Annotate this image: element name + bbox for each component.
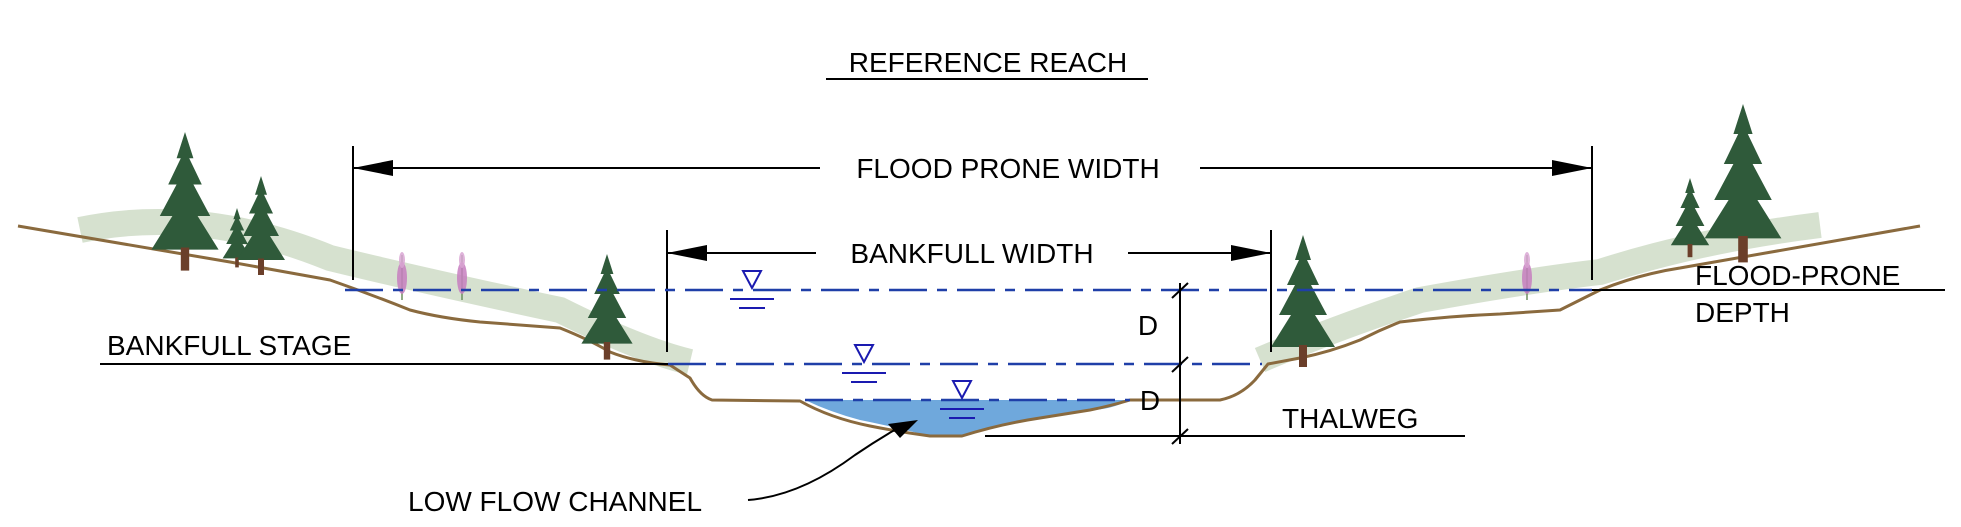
depth-lower-label: D [1140,385,1160,416]
flood-prone-depth-label-line1: FLOOD-PRONE [1695,260,1900,291]
low-flow-channel-leader [747,423,906,501]
low-flow-channel-arrowhead [888,420,918,438]
flood-prone-depth-label-line2: DEPTH [1695,297,1790,328]
depth-tick [1171,282,1189,299]
flood-prone-width-label: FLOOD PRONE WIDTH [856,153,1159,184]
water-surface-symbol-icon [940,380,984,419]
low-flow-channel-label: LOW FLOW CHANNEL [408,486,702,517]
thalweg-label: THALWEG [1282,403,1418,434]
ground-profile [17,224,1921,438]
fireweed-flower-icon [396,251,408,301]
depth-upper-label: D [1138,310,1158,341]
bankfull-stage-label: BANKFULL STAGE [107,330,351,361]
water-surface-symbol-icon [730,270,774,309]
water-surface-symbol-icon [842,344,886,383]
bankfull-width-label: BANKFULL WIDTH [850,238,1093,269]
diagram-title: REFERENCE REACH [849,47,1127,78]
depth-tick [1171,356,1189,373]
